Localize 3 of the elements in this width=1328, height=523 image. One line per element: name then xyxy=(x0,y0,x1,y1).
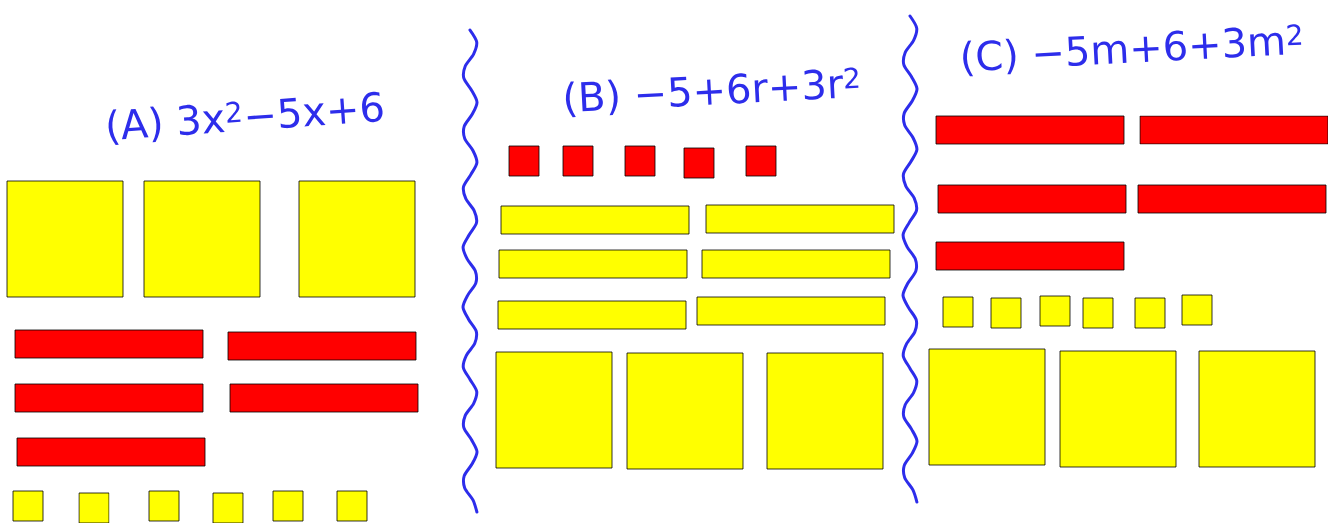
expression-label: (A) 3x$^{2}$−5x+6 xyxy=(108,91,383,145)
expression-label: (B) −5+6r+3r$^{2}$ xyxy=(565,67,859,118)
expression-label: (C) −5m+6+3m$^{2}$ xyxy=(963,24,1302,77)
